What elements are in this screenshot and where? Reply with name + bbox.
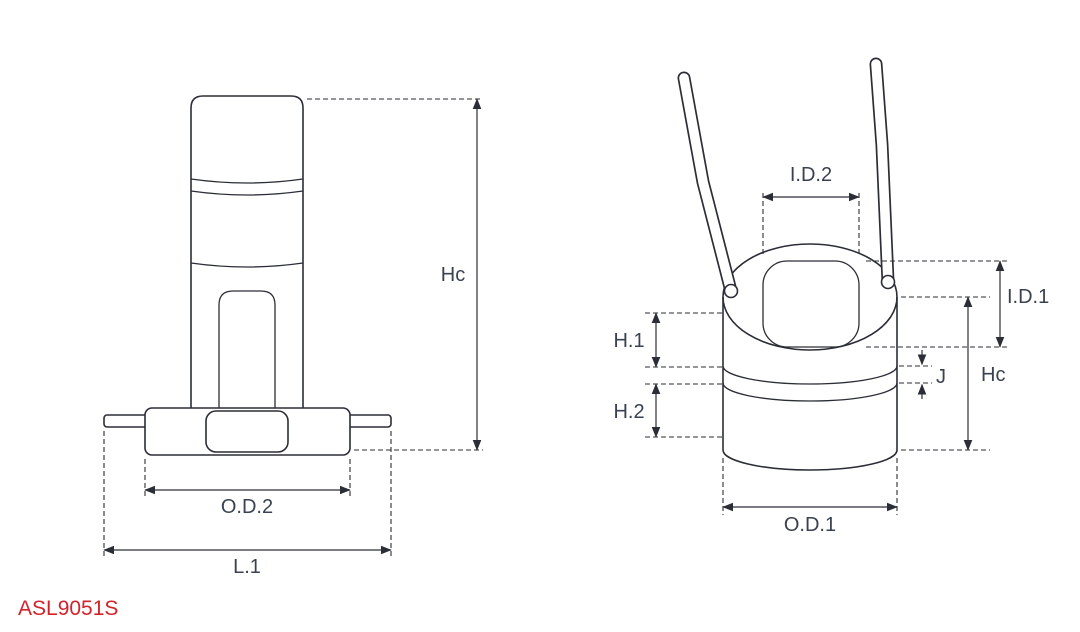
right-tab [345,414,392,428]
shaft-groove-line [190,178,304,184]
dim-label-od1: O.D.1 [784,514,836,536]
shaft-section-line [190,262,304,268]
dim-label-id2: I.D.2 [790,164,832,186]
dimension-j: J [899,350,946,399]
collar-tabs [103,414,392,428]
dimension-hc-side: Hc [307,98,483,451]
slip-ring-cylinder [722,243,898,471]
right-lead-foot [880,274,896,290]
dim-label-id1: I.D.1 [1007,286,1049,308]
terminal-leads [677,57,896,299]
dimension-id2: I.D.2 [762,164,860,254]
dim-label-l1: L.1 [233,556,261,578]
side-view: Hc O.D.2 L.1 [103,95,483,578]
dim-label-hc-side: Hc [441,264,465,286]
dimension-hc-perspective: Hc [901,296,1005,451]
dim-label-h2: H.2 [613,401,644,423]
left-lead-foot [723,283,739,299]
dimension-od1: O.D.1 [722,458,898,536]
part-number: ASL9051S [18,597,118,620]
shaft-inner-slot [218,290,276,408]
left-lead-fill [679,73,736,296]
dim-label-h1: H.1 [613,330,644,352]
right-lead-fill [871,59,893,287]
inner-bore [762,260,860,348]
cylinder-bottom-edge [722,449,898,471]
left-tab [103,414,150,428]
dimension-od2: O.D.2 [144,459,351,518]
shaft-groove-line [190,190,304,196]
shaft-groove-lines [190,178,304,268]
perspective-view: I.D.2 I.D.1 Hc H.1 [613,57,1049,536]
cylinder-top-rim [722,243,898,351]
shaft-outline [190,95,304,410]
dim-label-hc-perspective: Hc [981,364,1005,386]
dim-label-j: J [936,366,946,388]
ring-groove-upper [722,365,898,385]
dimension-id1: I.D.1 [866,260,1049,348]
dimension-h1: H.1 [613,312,722,368]
ring-groove-lower [722,382,898,402]
dim-label-od2: O.D.2 [221,496,273,518]
dimension-h2: H.2 [613,383,722,438]
collar-inner-block [205,410,289,453]
dimension-l1: L.1 [103,431,392,578]
